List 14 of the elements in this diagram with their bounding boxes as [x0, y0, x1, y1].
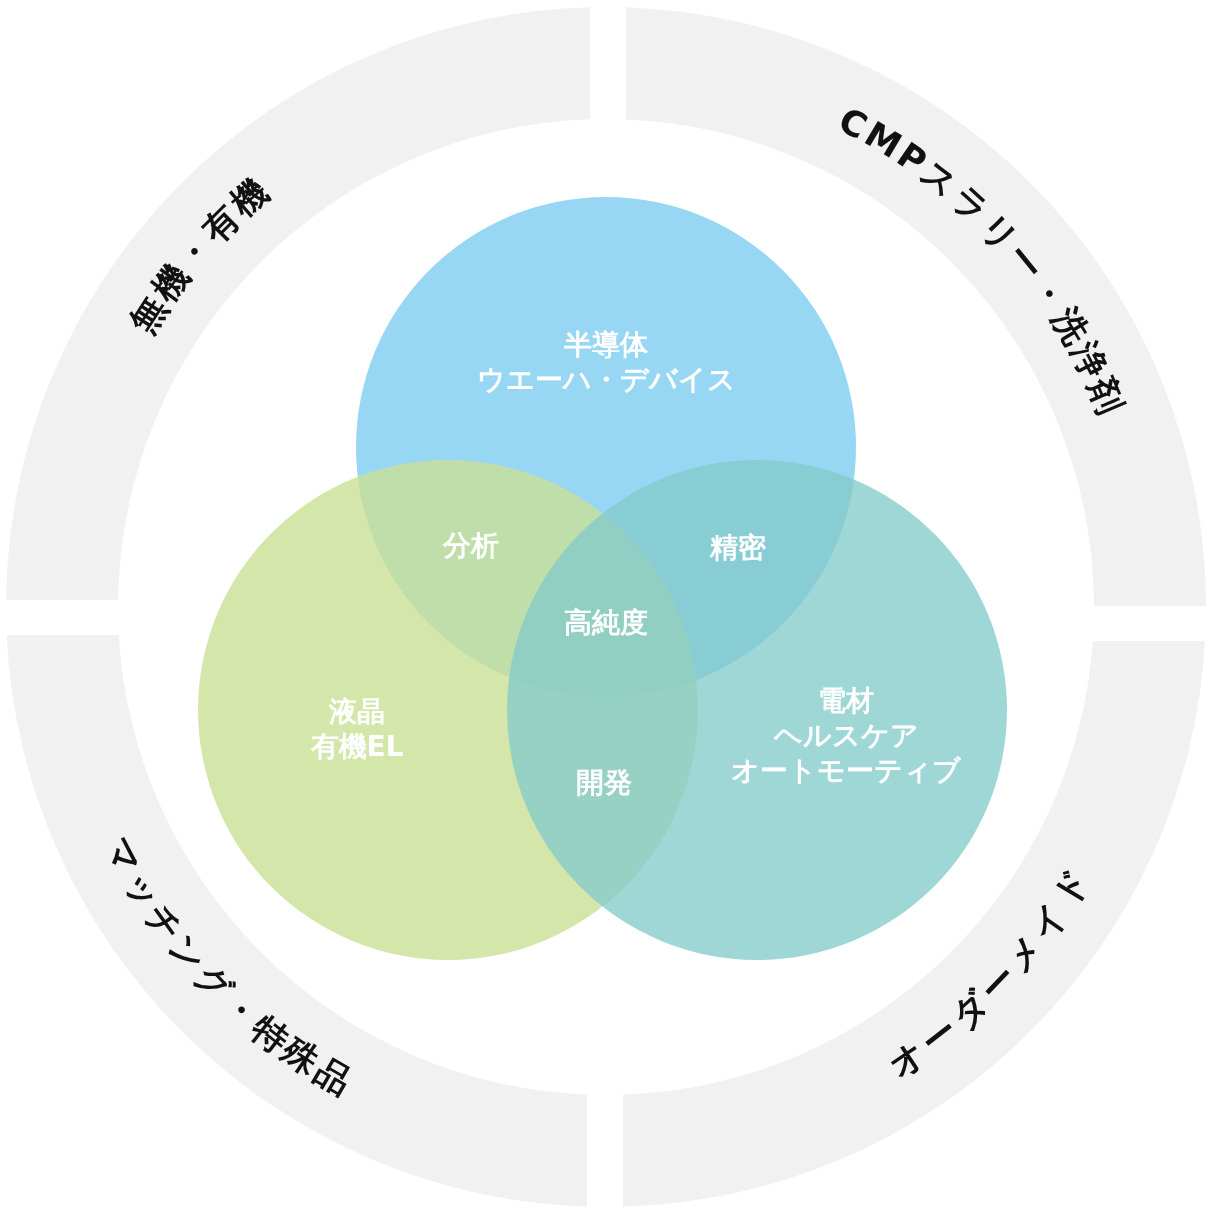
- circle-label: 液晶: [329, 694, 385, 729]
- circle-label: 電材: [818, 682, 874, 718]
- circle-label: ヘルスケア: [773, 717, 919, 753]
- circle-label: 半導体: [564, 327, 648, 362]
- ring-label: 無機・有機: [122, 167, 280, 341]
- ring-label: マッチング・特殊品: [97, 830, 361, 1105]
- ring-label: オーダーメイド: [881, 858, 1100, 1086]
- overlap-label: 精密: [710, 529, 766, 565]
- circle-label: ウエーハ・デバイス: [476, 362, 736, 397]
- overlap-label: 高純度: [564, 604, 648, 640]
- circle-label: 有機EL: [310, 729, 404, 764]
- overlap-label: 分析: [443, 527, 499, 563]
- circle-label: オートモーティブ: [731, 752, 961, 788]
- overlap-label: 開発: [576, 764, 632, 800]
